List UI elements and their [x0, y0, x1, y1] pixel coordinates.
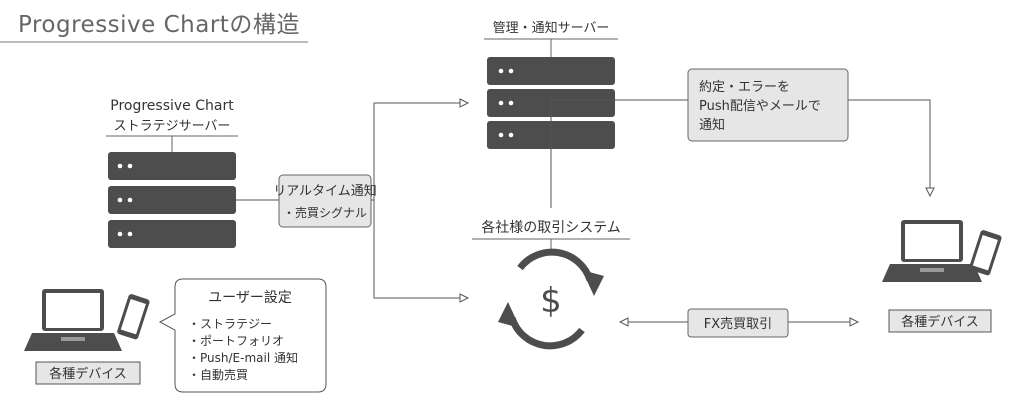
user-settings-item: ・ポートフォリオ — [188, 334, 284, 348]
user-settings-callout: ユーザー設定 ・ストラテジー ・ポートフォリオ ・Push/E-mail 通知 … — [158, 278, 327, 393]
realtime-notify-line2: ・売買シグナル — [283, 205, 367, 220]
connector-to-right-device — [848, 99, 931, 188]
execution-notify-line2: Push配信やメールで — [699, 99, 821, 114]
strategy-server-name: Progressive Chart — [110, 98, 234, 114]
strategy-server-icon — [108, 152, 236, 248]
management-server-label: 管理・通知サーバー — [493, 20, 610, 36]
left-device-label-box: 各種デバイス — [35, 361, 141, 385]
right-device-icon — [882, 220, 1002, 282]
user-settings-item: ・Push/E-mail 通知 — [188, 351, 298, 365]
page-title: Progressive Chartの構造 — [18, 12, 300, 38]
connector-to-management — [371, 102, 460, 201]
arrow-to-trading — [459, 293, 470, 303]
arrow-to-management — [459, 98, 470, 108]
execution-notify-line3: 通知 — [699, 117, 725, 133]
execution-notify-box: 約定・エラーを Push配信やメールで 通知 — [687, 68, 849, 142]
realtime-notify-line1: リアルタイム通知 — [273, 183, 377, 199]
user-settings-title: ユーザー設定 — [208, 290, 292, 306]
right-device-label: 各種デバイス — [901, 314, 979, 330]
fx-trade-box: FX売買取引 — [687, 308, 789, 338]
trading-system-label: 各社様の取引システム — [481, 220, 621, 236]
arrow-fx-left — [618, 317, 629, 327]
exchange-cycle-icon: $ — [498, 248, 604, 350]
user-settings-item: ・ストラテジー — [188, 317, 272, 331]
dollar-symbol: $ — [540, 281, 562, 321]
strategy-server-subtitle: ストラテジサーバー — [114, 119, 231, 134]
realtime-notify-box: リアルタイム通知 ・売買シグナル — [273, 174, 377, 228]
arrow-fx-right — [849, 317, 860, 327]
left-device-label: 各種デバイス — [49, 366, 127, 382]
arrow-to-right-device — [925, 187, 935, 198]
execution-notify-line1: 約定・エラーを — [699, 80, 790, 95]
connector-to-trading — [373, 200, 460, 299]
right-device-label-box: 各種デバイス — [888, 309, 992, 333]
fx-trade-label: FX売買取引 — [704, 316, 772, 332]
user-settings-item: ・自動売買 — [188, 367, 248, 382]
left-device-icon — [24, 289, 150, 351]
